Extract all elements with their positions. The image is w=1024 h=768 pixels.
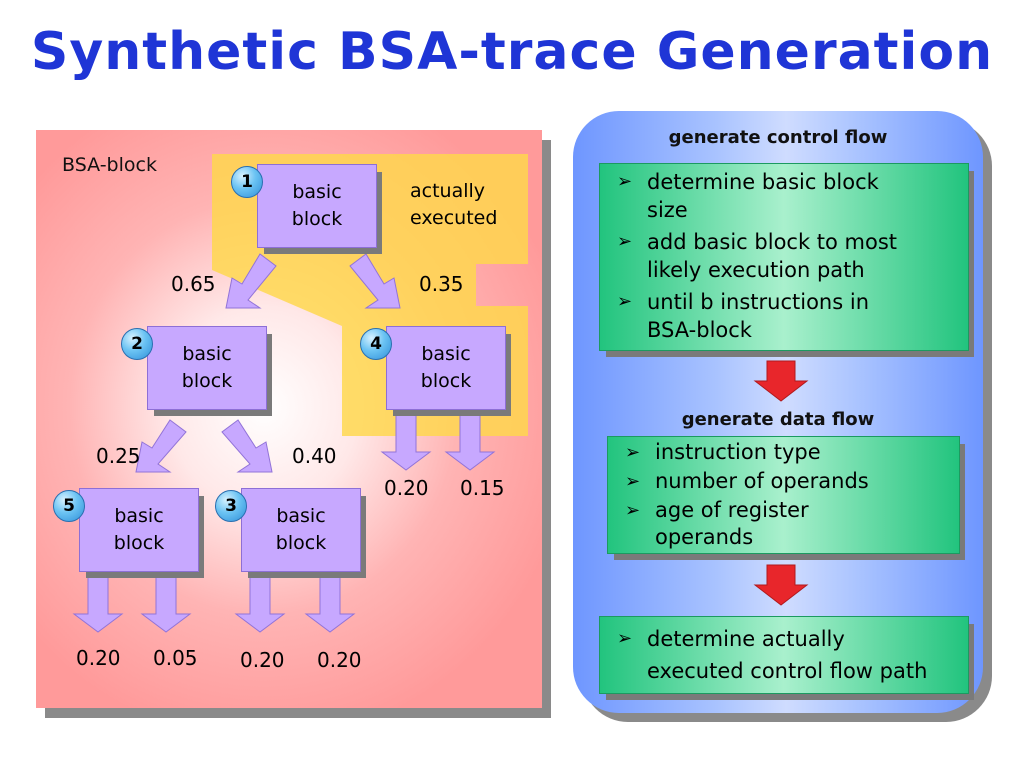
bullet-arrow-icon: ➢: [617, 171, 633, 192]
bsa-block-panel: BSA-block actually executed basic block …: [36, 130, 542, 708]
control-flow-box: ➢ determine basic block size ➢ add basic blo…: [599, 163, 969, 351]
list-item-text: operands: [655, 525, 754, 549]
bullet-arrow-icon: ➢: [617, 291, 633, 312]
probability-2-to-3: 0.40: [292, 444, 337, 468]
list-item: ➢ instruction type: [625, 439, 869, 466]
list-item-text: size: [647, 198, 688, 222]
list-item-text: executed control flow path: [647, 659, 928, 683]
control-flow-list: ➢ determine basic block size ➢ add basic blo…: [617, 168, 898, 348]
control-flow-title: generate control flow: [668, 127, 888, 148]
actually-executed-label: actually executed: [410, 180, 498, 229]
final-step-box: ➢ determine actually executed control flow…: [599, 616, 969, 694]
bsa-block-label: BSA-block: [62, 154, 157, 176]
list-item: ➢ determine actually executed control flow…: [617, 623, 928, 687]
list-item-text: age of register: [655, 498, 809, 522]
data-flow-box: ➢ instruction type ➢ number of operands ➢ age…: [607, 436, 960, 554]
data-flow-list: ➢ instruction type ➢ number of operands ➢ age…: [625, 439, 869, 553]
probability-1-to-4: 0.35: [419, 272, 464, 296]
probability-5-exit-right: 0.05: [153, 646, 198, 670]
page-title: Synthetic BSA-trace Generation: [30, 22, 994, 82]
block-number-badge: 2: [121, 328, 153, 360]
basic-block-1: basic block: [257, 164, 377, 248]
arrow-1-to-2: [225, 253, 277, 309]
probability-4-exit-left: 0.20: [384, 476, 429, 500]
down-arrow-icon: [753, 360, 809, 402]
list-item: ➢ age of register operands: [625, 497, 869, 551]
probability-4-exit-right: 0.15: [460, 476, 505, 500]
basic-block-4: basic block: [386, 326, 506, 410]
basic-block-3: basic block: [241, 488, 361, 572]
block-number-badge: 4: [360, 328, 392, 360]
list-item: ➢ determine basic block size: [617, 168, 897, 224]
bullet-arrow-icon: ➢: [625, 442, 641, 463]
arrow-5-exit-right: [140, 569, 192, 633]
probability-3-exit-right: 0.20: [317, 648, 362, 672]
probability-2-to-5: 0.25: [96, 444, 141, 468]
arrow-4-exit-left: [380, 409, 432, 471]
arrow-4-exit-right: [444, 409, 496, 471]
final-step-list: ➢ determine actually executed control flow…: [617, 623, 928, 687]
probability-1-to-2: 0.65: [171, 272, 216, 296]
probability-3-exit-left: 0.20: [240, 648, 285, 672]
arrow-1-to-4: [349, 253, 401, 309]
basic-block-2: basic block: [147, 326, 267, 410]
down-arrow-icon: [753, 564, 809, 606]
bullet-arrow-icon: ➢: [625, 471, 641, 492]
arrow-3-exit-right: [304, 569, 356, 633]
list-item-text: likely execution path: [647, 258, 865, 282]
list-item: ➢ number of operands: [625, 468, 869, 495]
arrow-2-to-3: [221, 419, 273, 473]
list-item-text: number of operands: [655, 469, 869, 493]
block-number-badge: 5: [53, 490, 85, 522]
list-item-text: determine actually: [647, 627, 845, 651]
list-item-text: instruction type: [655, 440, 821, 464]
list-item-text: BSA-block: [647, 318, 752, 342]
generation-process-panel: generate control flow ➢ determine basic b…: [573, 111, 983, 713]
bullet-arrow-icon: ➢: [617, 231, 633, 252]
arrow-5-exit-left: [72, 569, 124, 633]
list-item-text: determine basic block: [647, 170, 879, 194]
bullet-arrow-icon: ➢: [617, 628, 633, 649]
block-number-badge: 3: [215, 490, 247, 522]
probability-5-exit-left: 0.20: [76, 646, 121, 670]
list-item: ➢ add basic block to most likely execution…: [617, 228, 898, 284]
list-item-text: add basic block to most: [647, 230, 898, 254]
basic-block-5: basic block: [79, 488, 199, 572]
arrow-2-to-5: [135, 419, 187, 473]
arrow-3-exit-left: [234, 569, 286, 633]
bullet-arrow-icon: ➢: [625, 500, 641, 521]
list-item: ➢ until b instructions in BSA-block: [617, 288, 897, 344]
list-item-text: until b instructions in: [647, 290, 869, 314]
data-flow-title: generate data flow: [681, 409, 875, 430]
block-number-badge: 1: [231, 166, 263, 198]
